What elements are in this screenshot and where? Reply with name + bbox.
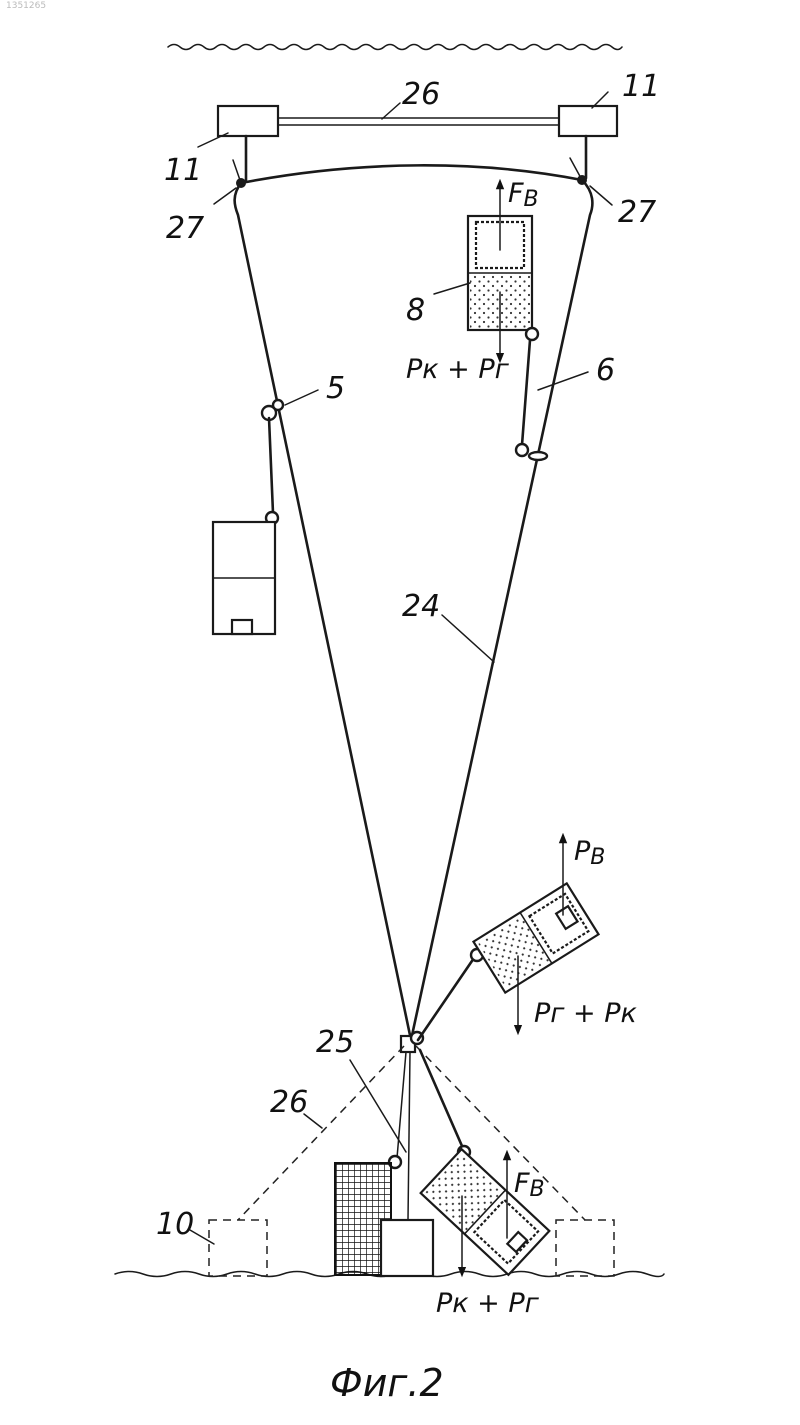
force-pb-mid-subscript: B: [590, 845, 605, 870]
force-fb-top-subscript: B: [524, 187, 539, 212]
force-pk-pg-top-label: Pк + Pг: [406, 354, 510, 385]
bottom-tilted-container: [421, 1149, 550, 1275]
mid-rising-container: [473, 883, 598, 992]
top-rope: [241, 165, 582, 183]
container-8-lug: [526, 328, 538, 340]
leader-5: [285, 390, 318, 405]
block-left-bracket: [233, 160, 241, 183]
anchor-right: [556, 1220, 614, 1276]
hoist-line-to-net: [397, 1052, 406, 1158]
force-pb-mid-label: PB: [574, 836, 605, 870]
label-26-top: 26: [402, 77, 440, 112]
force-pb-mid-letter: P: [574, 836, 591, 867]
base-block: [381, 1220, 433, 1276]
leader-8: [434, 283, 470, 294]
label-26-bottom: 26: [270, 1085, 308, 1120]
label-25: 25: [316, 1025, 354, 1060]
force-fb-bottom-subscript: B: [530, 1177, 545, 1202]
force-fb-top-letter: F: [508, 178, 524, 209]
sling-6: [522, 340, 530, 445]
force-pg-pk-mid-label: Pг + Pк: [534, 998, 638, 1029]
document-stamp-id: 1351265: [6, 1, 46, 11]
label-8: 8: [406, 293, 425, 328]
force-fb-top-label: FB: [508, 178, 539, 212]
label-27-left: 27: [166, 211, 204, 246]
label-27-right: 27: [618, 195, 656, 230]
label-10: 10: [156, 1207, 194, 1242]
sling-bottom-container: [420, 1050, 462, 1146]
leader-27-left: [214, 188, 236, 204]
float-left: [218, 106, 278, 136]
label-11-left: 11: [164, 153, 202, 188]
spreader-bar: [278, 118, 559, 125]
hoist-line-25: [408, 1052, 410, 1220]
container-left: [213, 522, 275, 634]
force-fb-bottom-letter: F: [514, 1168, 530, 1199]
water-surface-line: [168, 45, 622, 50]
label-11-right: 11: [622, 69, 660, 104]
leader-6: [538, 372, 588, 390]
label-24: 24: [402, 589, 440, 624]
force-fb-bottom-label: FB: [514, 1168, 545, 1202]
sling-5: [269, 418, 273, 513]
anchor-left: [209, 1220, 267, 1276]
label-6: 6: [596, 353, 615, 388]
leader-25: [350, 1060, 406, 1152]
leader-24: [442, 615, 494, 662]
carrier-hook-6: [516, 444, 547, 460]
leader-26-top: [382, 103, 400, 119]
float-right: [559, 106, 617, 136]
figure-caption: Фиг.2: [330, 1361, 444, 1405]
leader-11-left: [198, 133, 228, 147]
block-right-bracket: [570, 158, 582, 180]
force-pk-pg-bottom-label: Pк + Pг: [436, 1288, 540, 1319]
label-5: 5: [326, 371, 345, 406]
